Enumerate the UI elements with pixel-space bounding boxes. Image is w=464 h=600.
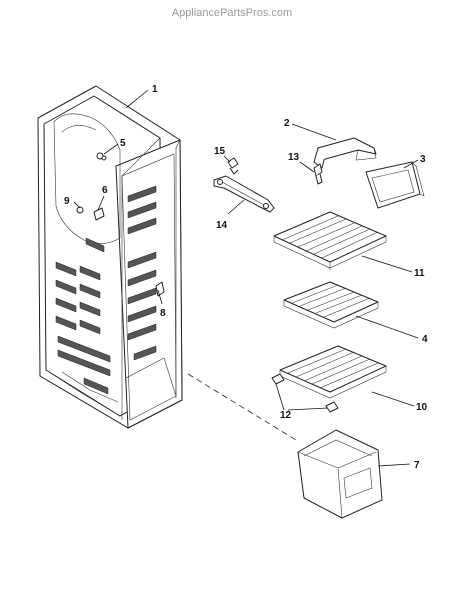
callout-1: 1	[152, 84, 158, 95]
shelf-rail	[313, 137, 377, 169]
callout-6: 6	[102, 185, 108, 196]
callout-3: 3	[420, 154, 426, 165]
shelf-supports	[271, 373, 339, 413]
callout-13: 13	[288, 152, 300, 163]
callout-2: 2	[284, 118, 290, 129]
callout-8: 8	[160, 308, 166, 319]
watermark-text: AppliancePartsPros.com	[172, 7, 292, 19]
leader-lines	[73, 89, 419, 467]
freezer-tray	[365, 161, 425, 209]
alignment-line	[187, 373, 297, 441]
wire-shelf-upper	[273, 211, 387, 270]
callout-15: 15	[214, 146, 226, 157]
callout-9: 9	[64, 196, 70, 207]
freezer-liner	[37, 85, 183, 429]
liner-pads	[55, 185, 157, 395]
shelf-clip	[313, 163, 323, 185]
callout-14: 14	[216, 220, 228, 231]
crisper-drawer	[297, 429, 383, 519]
wire-shelf-middle	[283, 281, 379, 329]
bracket-clip	[227, 157, 239, 175]
shelf-bracket	[213, 175, 275, 213]
callout-5: 5	[120, 138, 126, 149]
callout-4: 4	[422, 334, 428, 345]
callout-labels: 1 2 3 4 5 6 7 8 9 10 11 12 13 14 15	[64, 84, 428, 471]
callout-11: 11	[414, 268, 425, 279]
wire-shelf-lower	[279, 345, 387, 399]
callout-10: 10	[416, 402, 428, 413]
callout-12: 12	[280, 410, 292, 421]
callout-7: 7	[414, 460, 420, 471]
